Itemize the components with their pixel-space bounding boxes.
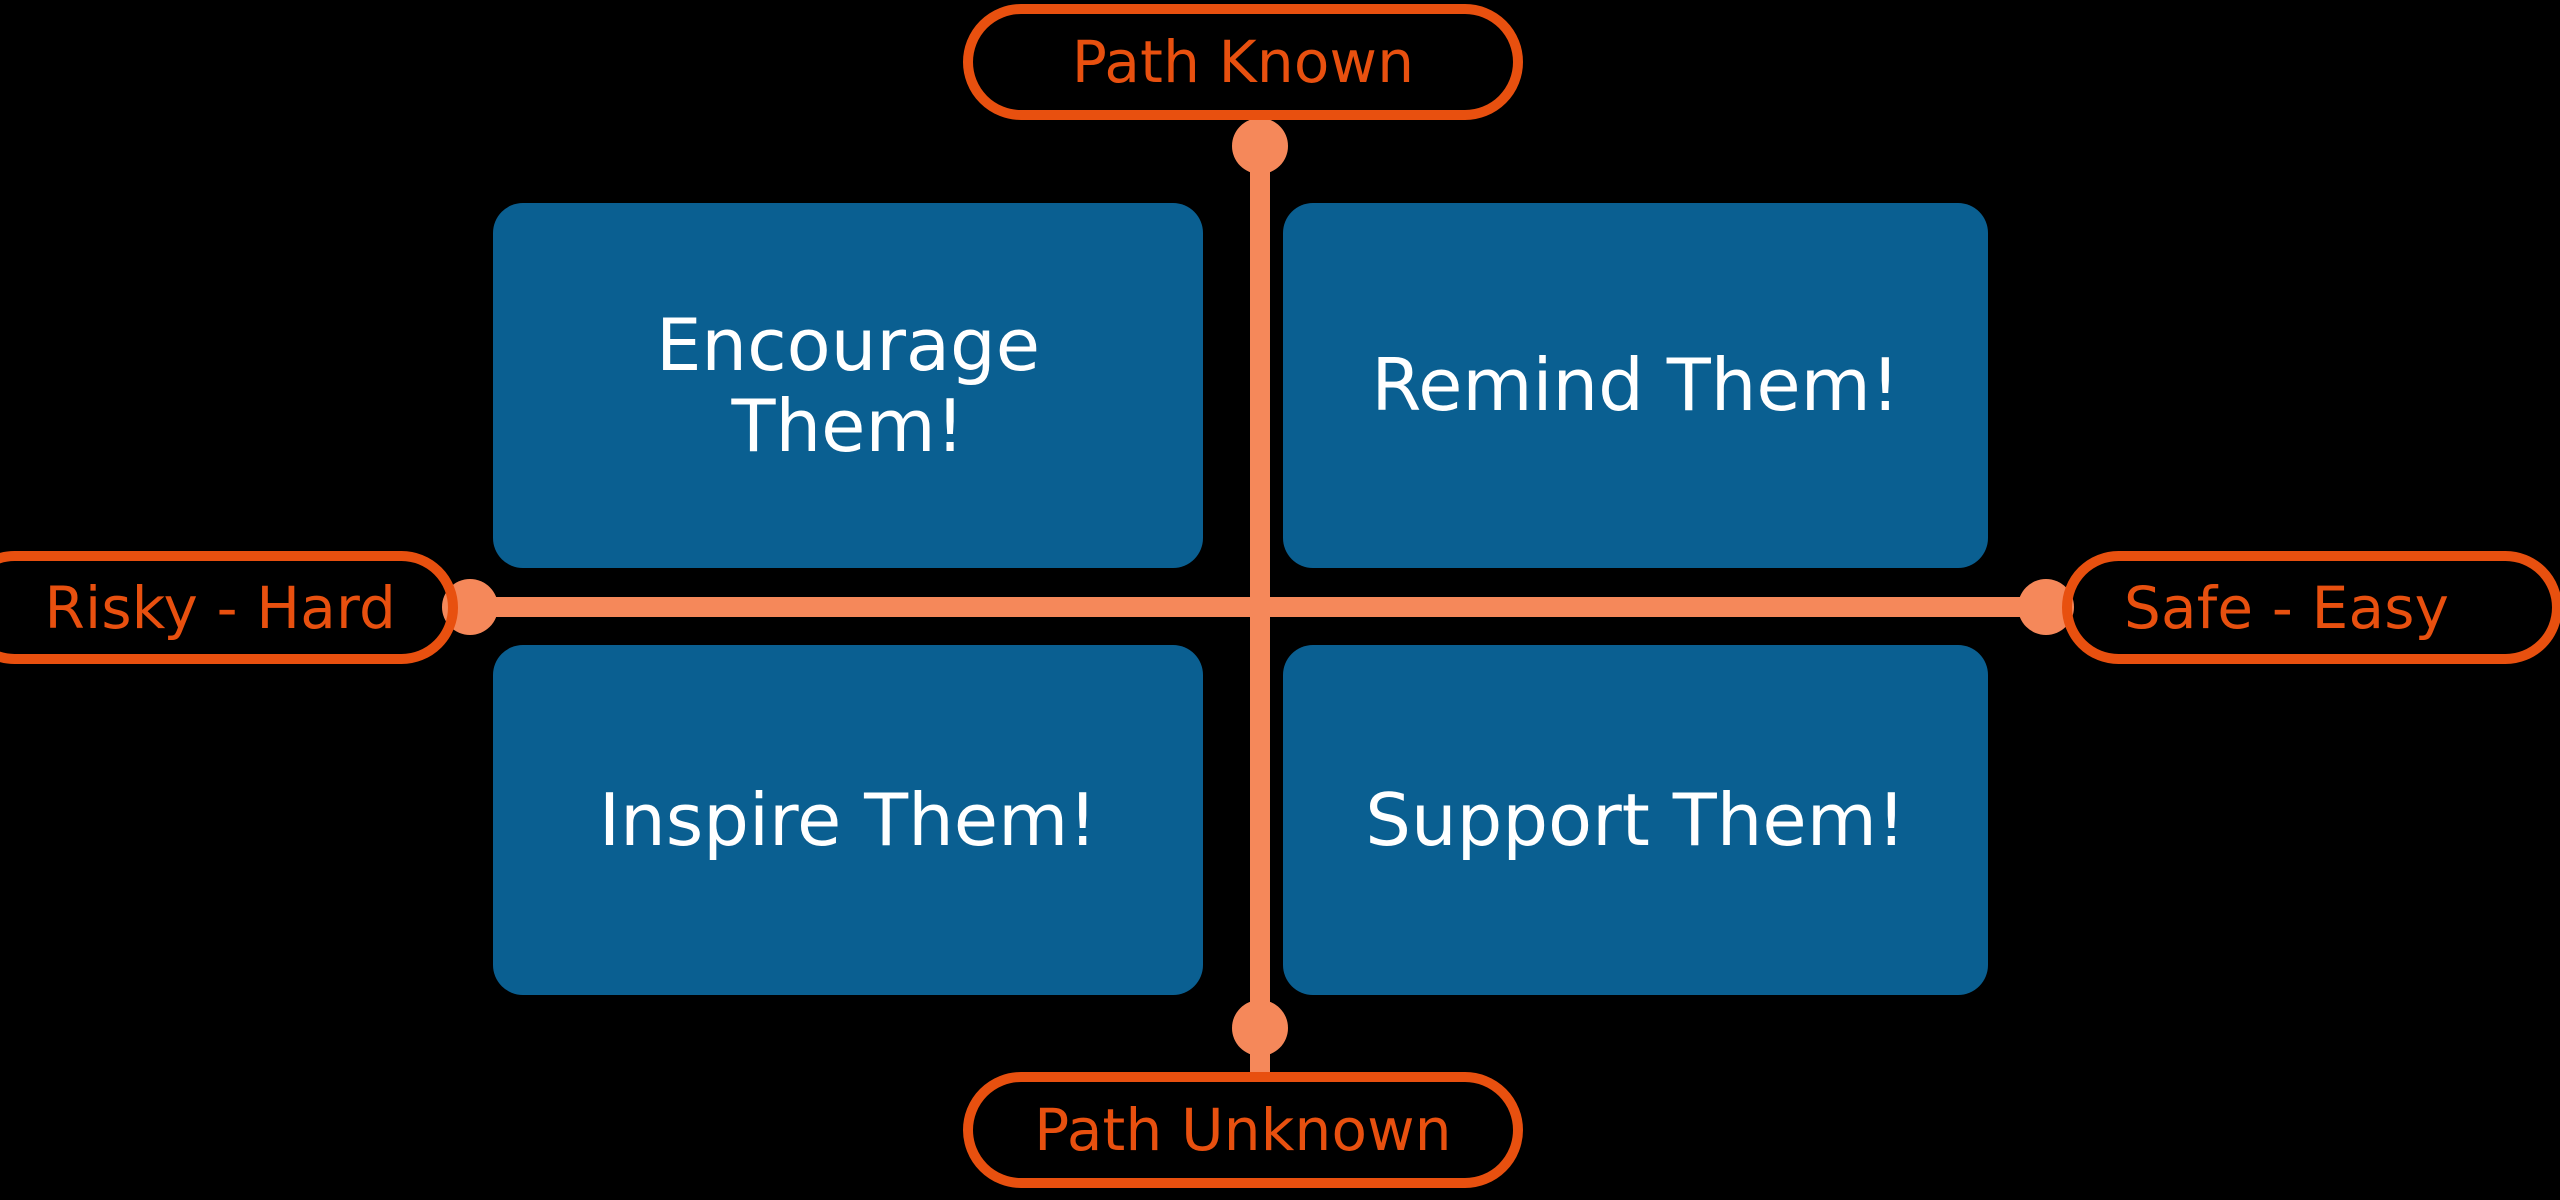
quadrant-bottom-right-label: Support Them! (1365, 777, 1906, 862)
axis-endpoint-dot-bottom (1232, 1000, 1288, 1056)
vertical-axis-line (1250, 140, 1270, 1075)
quadrant-bottom-right[interactable]: Support Them! (1283, 645, 1988, 995)
axis-label-risky-hard[interactable]: Risky - Hard (0, 551, 458, 664)
quadrant-bottom-left-label: Inspire Them! (598, 777, 1098, 862)
quadrant-top-right-label: Remind Them! (1371, 343, 1900, 428)
quadrant-bottom-left[interactable]: Inspire Them! (493, 645, 1203, 995)
axis-label-path-known-text: Path Known (1071, 28, 1415, 96)
axis-label-safe-easy-text: Safe - Easy (2124, 573, 2450, 642)
axis-label-risky-hard-text: Risky - Hard (44, 573, 396, 642)
axis-label-safe-easy[interactable]: Safe - Easy (2062, 551, 2560, 664)
axis-endpoint-dot-top (1232, 118, 1288, 174)
quadrant-top-right[interactable]: Remind Them! (1283, 203, 1988, 568)
axis-label-path-unknown[interactable]: Path Unknown (963, 1072, 1523, 1188)
axis-label-path-known[interactable]: Path Known (963, 4, 1523, 120)
axis-label-path-unknown-text: Path Unknown (1034, 1096, 1452, 1164)
